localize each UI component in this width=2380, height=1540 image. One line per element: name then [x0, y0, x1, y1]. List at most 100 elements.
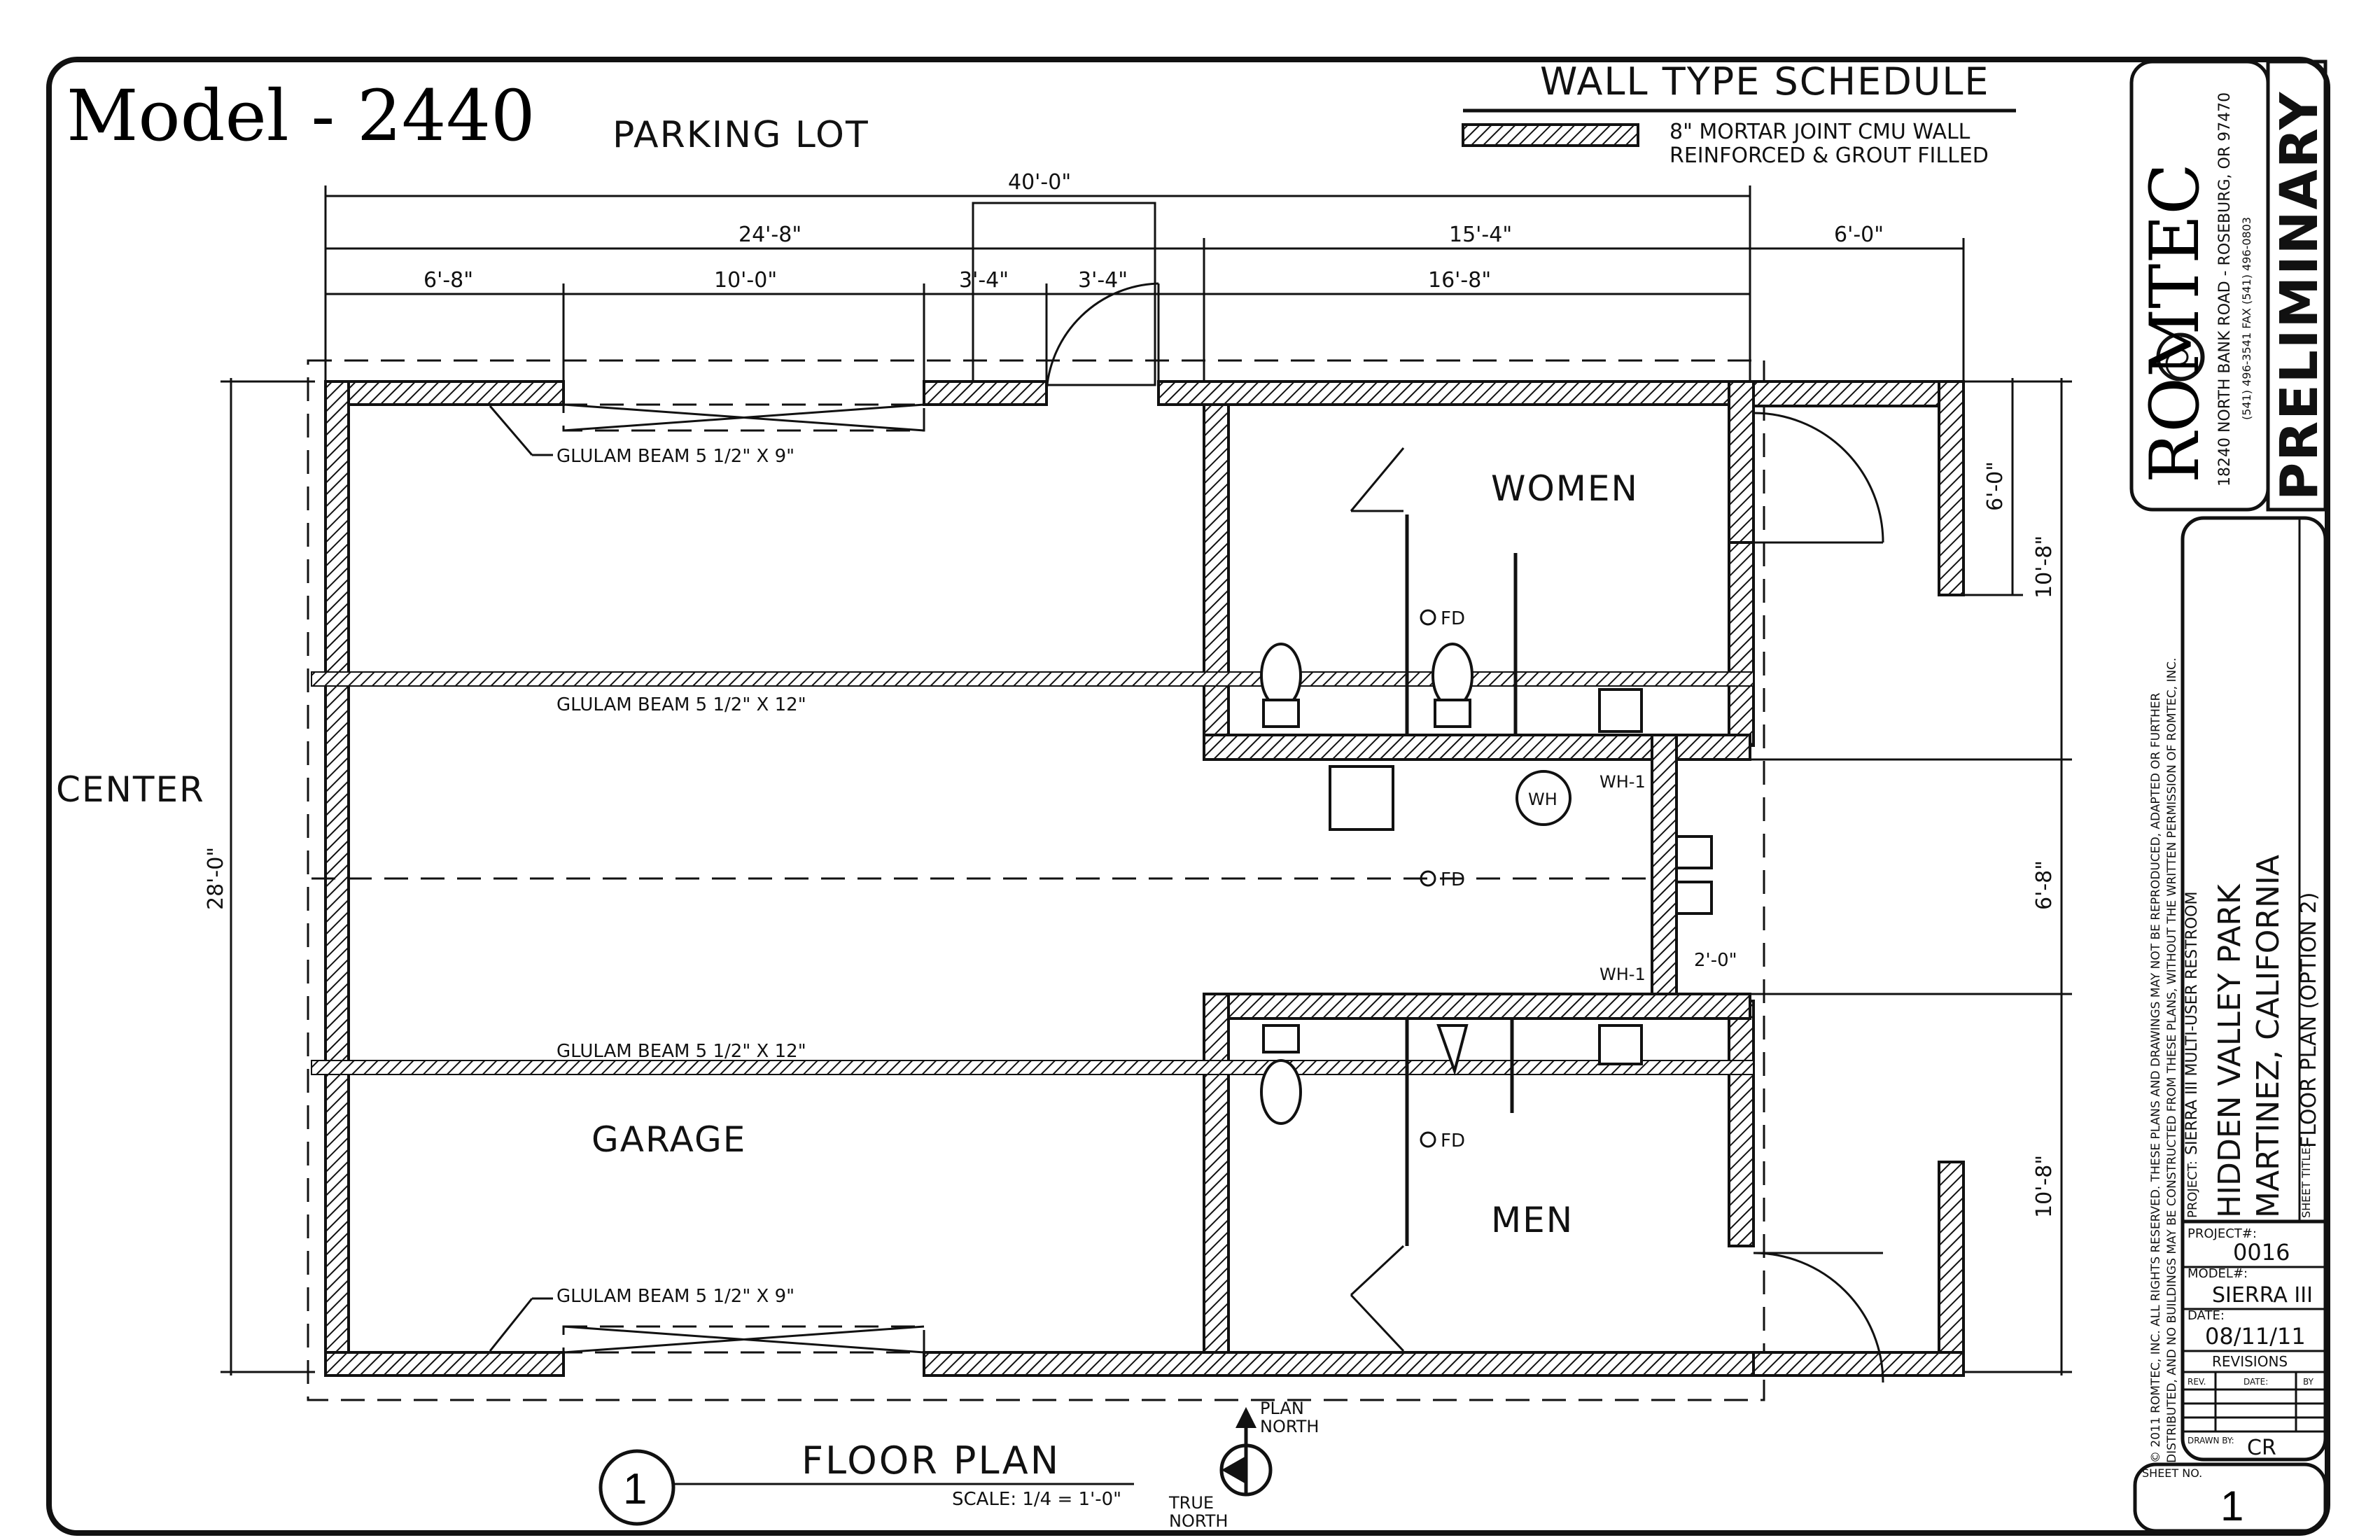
- copyright-line-1: © 2011 ROMTEC, INC. ALL RIGHTS RESERVED.…: [2149, 692, 2163, 1463]
- water-heater: [1516, 770, 1572, 826]
- drawn-by-label: DRAWN BY:: [2188, 1436, 2234, 1446]
- restroom-doors: [1350, 412, 1884, 1383]
- wall-schedule-line2: REINFORCED & GROUT FILLED: [1670, 144, 1989, 168]
- true-north-label-2: NORTH: [1169, 1511, 1228, 1531]
- wall-schedule-line1: 8" MORTAR JOINT CMU WALL: [1670, 120, 1970, 144]
- preliminary-panel: [2266, 59, 2328, 512]
- rev-column: REV.: [2188, 1377, 2206, 1387]
- drinking-fountain-2: [1675, 881, 1713, 915]
- wh1-label-b: WH-1: [1600, 965, 1646, 984]
- room-men: MEN: [1491, 1200, 1574, 1240]
- sheet-no-label: SHEET NO.: [2142, 1466, 2202, 1480]
- company-phone: (541) 496-3541 FAX (541) 496-0803: [2240, 217, 2253, 420]
- project-no: 0016: [2233, 1239, 2290, 1266]
- project-panel: [2180, 516, 2328, 1462]
- sink-women: [1598, 688, 1643, 733]
- sheet-title: FLOOR PLAN (OPTION 2): [2297, 892, 2321, 1148]
- dim-left-group: 24'-8": [738, 223, 802, 247]
- wall-schedule-title: WALL TYPE SCHEDULE: [1540, 59, 1990, 104]
- project-name: HIDDEN VALLEY PARK: [2212, 883, 2248, 1218]
- plan-number: 1: [623, 1465, 647, 1513]
- dim-seg3: 3'-4": [959, 268, 1009, 293]
- sheet-title-label: SHEET TITLE:: [2300, 1144, 2313, 1218]
- sheet-border: [46, 57, 2330, 1536]
- dim-depth: 28'-0": [204, 847, 228, 910]
- fixtures: [1260, 643, 1713, 1125]
- dim-porch: 6'-0": [1834, 223, 1884, 247]
- preliminary-stamp: PRELIMINARY: [2269, 91, 2330, 500]
- fd-label-1: FD: [1441, 608, 1465, 629]
- stall-partitions: [1405, 514, 1518, 1246]
- dim-wing: 6'-0": [1983, 461, 2008, 511]
- dim-right-mid: 6'-8": [2032, 860, 2057, 910]
- interior-walls: [1203, 403, 1751, 1354]
- title-block: PRELIMINARY ROMTEC 18240 NORTH BANK ROAD…: [2129, 59, 2330, 1533]
- true-north-label: TRUE: [1168, 1493, 1214, 1513]
- toilet-men: [1260, 1059, 1302, 1125]
- dim-right-bot: 10'-8": [2032, 1155, 2057, 1218]
- copyright-line-2: DISTRIBUTED, AND NO BUILDINGS MAY BE CON…: [2165, 658, 2179, 1463]
- left-dimension: 28'-0" CENTER: [56, 378, 315, 1376]
- revisions-label: REVISIONS: [2212, 1353, 2288, 1370]
- utility-sink: [1329, 765, 1394, 831]
- project-no-label: PROJECT#:: [2188, 1226, 2257, 1241]
- toilet-women-2: [1432, 643, 1474, 708]
- center-label: CENTER: [56, 769, 205, 810]
- beam-label-mid1: GLULAM BEAM 5 1/2" X 12": [556, 694, 806, 715]
- model-label: MODEL#:: [2188, 1266, 2248, 1281]
- sink-men: [1598, 1024, 1643, 1065]
- drawn-by-value: CR: [2247, 1436, 2276, 1460]
- room-garage: GARAGE: [592, 1119, 746, 1160]
- beam-label-top: GLULAM BEAM 5 1/2" X 9": [556, 446, 794, 467]
- dim-seg1: 6'-8": [424, 268, 473, 293]
- plan-scale: SCALE: 1/4 = 1'-0": [952, 1489, 1121, 1510]
- top-dimensions: 40'-0" 24'-8" 15'-4" 6'-0" 6'-8" 10'-0" …: [324, 170, 1965, 392]
- plan-title-text: FLOOR PLAN: [802, 1438, 1060, 1483]
- room-women: WOMEN: [1491, 468, 1639, 509]
- romtec-logo-icon: [2156, 332, 2205, 382]
- roof-outline: [307, 359, 1765, 1401]
- dim-seg2: 10'-0": [714, 268, 777, 293]
- date-value: 08/11/11: [2205, 1323, 2306, 1350]
- fd-label-3: FD: [1441, 1130, 1465, 1152]
- model-title: Model - 2440: [66, 75, 536, 157]
- glulam-beams: [311, 403, 1754, 1354]
- plan-title: 1 FLOOR PLAN SCALE: 1/4 = 1'-0": [598, 1438, 1134, 1526]
- model-value: SIERRA III: [2212, 1283, 2313, 1308]
- company-address: 18240 NORTH BANK ROAD - ROSEBURG, OR 974…: [2216, 92, 2234, 486]
- dim-overall: 40'-0": [1008, 170, 1071, 195]
- project-location: MARTINEZ, CALIFORNIA: [2250, 855, 2286, 1218]
- dim-seg4: 3'-4": [1078, 268, 1128, 293]
- project-label: PROJECT:: [2185, 1161, 2200, 1218]
- wh-label: WH: [1528, 790, 1558, 809]
- beam-label-mid2: GLULAM BEAM 5 1/2" X 12": [556, 1041, 806, 1062]
- by-column: BY: [2303, 1377, 2314, 1387]
- date-column: DATE:: [2244, 1377, 2268, 1387]
- drinking-fountain-1: [1675, 835, 1713, 869]
- plan-north-label-2: NORTH: [1260, 1417, 1319, 1436]
- entry-door: [1045, 282, 1160, 393]
- company-name: ROMTEC: [2136, 163, 2214, 483]
- toilet-women-1: [1260, 643, 1302, 708]
- north-arrow: [1219, 1407, 1273, 1497]
- dim-chase: 2'-0": [1694, 950, 1737, 971]
- dim-seg5: 16'-8": [1428, 268, 1491, 293]
- date-label: DATE:: [2188, 1308, 2225, 1323]
- wh1-label-a: WH-1: [1600, 772, 1646, 792]
- right-dimensions: 6'-0" 10'-8" 6'-8" 10'-8": [1750, 378, 2072, 1376]
- beam-label-bot: GLULAM BEAM 5 1/2" X 9": [556, 1286, 794, 1307]
- floor-drains: [1420, 609, 1436, 1148]
- project-desc: SIERRA III MULTI-USER RESTROOM: [2183, 892, 2201, 1155]
- sheet-no: 1: [2220, 1483, 2244, 1530]
- wall-type-schedule: WALL TYPE SCHEDULE 8" MORTAR JOINT CMU W…: [1462, 59, 2016, 168]
- fd-label-2: FD: [1441, 869, 1465, 890]
- wall-type-swatch: [1462, 123, 1639, 147]
- urinal: [1436, 1024, 1469, 1076]
- plan-north-label: PLAN: [1260, 1399, 1304, 1418]
- dim-right-group: 15'-4": [1449, 223, 1512, 247]
- plan-number-bubble: [598, 1449, 676, 1526]
- dim-right-top: 10'-8": [2032, 536, 2057, 598]
- parking-lot-label: PARKING LOT: [612, 114, 869, 156]
- sheet-number-panel: [2133, 1462, 2328, 1533]
